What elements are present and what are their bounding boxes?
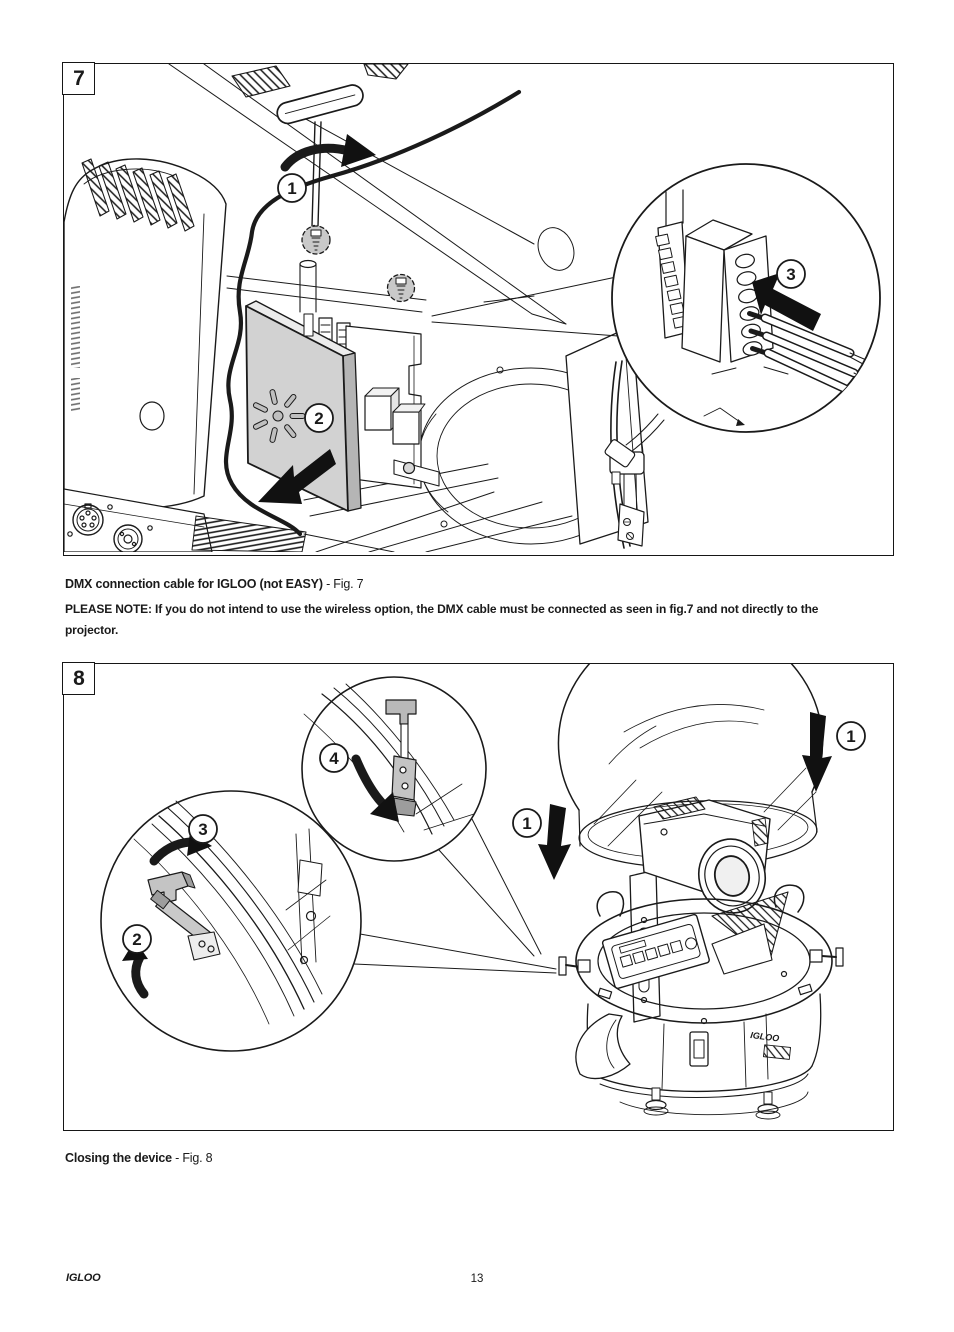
- svg-text:3: 3: [786, 265, 795, 284]
- lower-dome-arrow-mid-icon: [538, 804, 571, 880]
- figure-8-caption: Closing the device - Fig. 8: [65, 1150, 213, 1165]
- figure-7-caption-rest: - Fig. 7: [322, 576, 364, 591]
- base-ring: [558, 884, 844, 1025]
- lens: [698, 838, 766, 914]
- insert-wires-arrow-icon: [752, 273, 821, 331]
- foot-left: [643, 1087, 669, 1116]
- side-label-blur: [71, 286, 80, 368]
- figure-8-drawing: IGLOO: [100, 664, 866, 1120]
- right-bracket: [809, 947, 844, 967]
- figure-8-label: 8: [62, 662, 96, 696]
- svg-text:1: 1: [522, 814, 531, 833]
- standoff-post: [299, 259, 317, 337]
- callout-1-right: 1: [836, 721, 866, 751]
- connector-plate: [64, 488, 213, 552]
- callout-3: 3: [188, 814, 218, 844]
- svg-text:1: 1: [846, 727, 855, 746]
- svg-text:2: 2: [132, 930, 141, 949]
- vent-grille: [191, 515, 307, 552]
- figure-7-caption-bold: DMX connection cable for IGLOO (not EASY…: [65, 576, 323, 591]
- svg-text:2: 2: [314, 409, 323, 428]
- figure-7: 7: [62, 62, 894, 556]
- control-panel: [601, 913, 710, 989]
- projector-body: [64, 158, 307, 552]
- cable-exit: [604, 413, 665, 468]
- rotate-screw-arrow-icon: [280, 134, 376, 172]
- figure-7-drawing: 2 1: [64, 64, 881, 552]
- note-line-2: projector.: [65, 623, 119, 637]
- foot-right: [755, 1091, 781, 1120]
- rotate-latch-arrow-4-icon: [351, 754, 399, 822]
- figure-8: 8: [62, 662, 894, 1131]
- latch-detail-circle-top: 4: [301, 676, 487, 862]
- note-line-1: PLEASE NOTE: If you do not intend to use…: [65, 602, 819, 616]
- screw-highlight-2: [386, 273, 416, 303]
- wireless-starburst-icon: [252, 389, 306, 443]
- dmx-card: [245, 300, 362, 512]
- latch-detail-circle-left: 3 2: [100, 790, 362, 1052]
- lower-dome-arrow-right-icon: [802, 712, 832, 792]
- cable-shroud: [575, 1013, 631, 1080]
- left-bracket: [558, 956, 591, 976]
- callout-2: 2: [122, 924, 152, 954]
- base-cylinder: IGLOO: [575, 993, 822, 1120]
- figure-8-caption-bold: Closing the device: [65, 1150, 172, 1165]
- dome-latch: [385, 699, 417, 817]
- terminal-detail-circle: 3: [611, 163, 881, 433]
- power-connector-icon: [113, 524, 143, 552]
- figure-7-label: 7: [62, 62, 96, 96]
- callout-2: 2: [304, 403, 334, 433]
- device-drawing: IGLOO: [557, 664, 844, 1120]
- svg-text:3: 3: [198, 820, 207, 839]
- footer-brand: IGLOO: [66, 1272, 101, 1284]
- callout-1-mid: 1: [512, 808, 542, 838]
- callout-3: 3: [776, 259, 806, 289]
- figure-7-caption: DMX connection cable for IGLOO (not EASY…: [65, 576, 364, 591]
- figure-8-caption-rest: - Fig. 8: [171, 1150, 213, 1165]
- screwdriver: [276, 84, 364, 236]
- base-logo: IGLOO: [750, 1030, 780, 1043]
- callout-4: 4: [319, 743, 349, 773]
- heatsink-fins: [81, 158, 195, 232]
- svg-text:4: 4: [329, 749, 339, 768]
- remove-card-arrow-icon: [258, 449, 336, 504]
- callout-1: 1: [277, 173, 307, 203]
- footer-page-number: 13: [470, 1273, 484, 1285]
- xlr-connector-icon: [72, 503, 104, 536]
- dome-latch-2: [150, 889, 221, 961]
- highlight-blob-edge: [223, 89, 522, 537]
- svg-text:1: 1: [287, 179, 296, 198]
- note-paragraph: PLEASE NOTE: If you do not intend to use…: [65, 599, 895, 641]
- screw-highlight-1: [301, 225, 331, 255]
